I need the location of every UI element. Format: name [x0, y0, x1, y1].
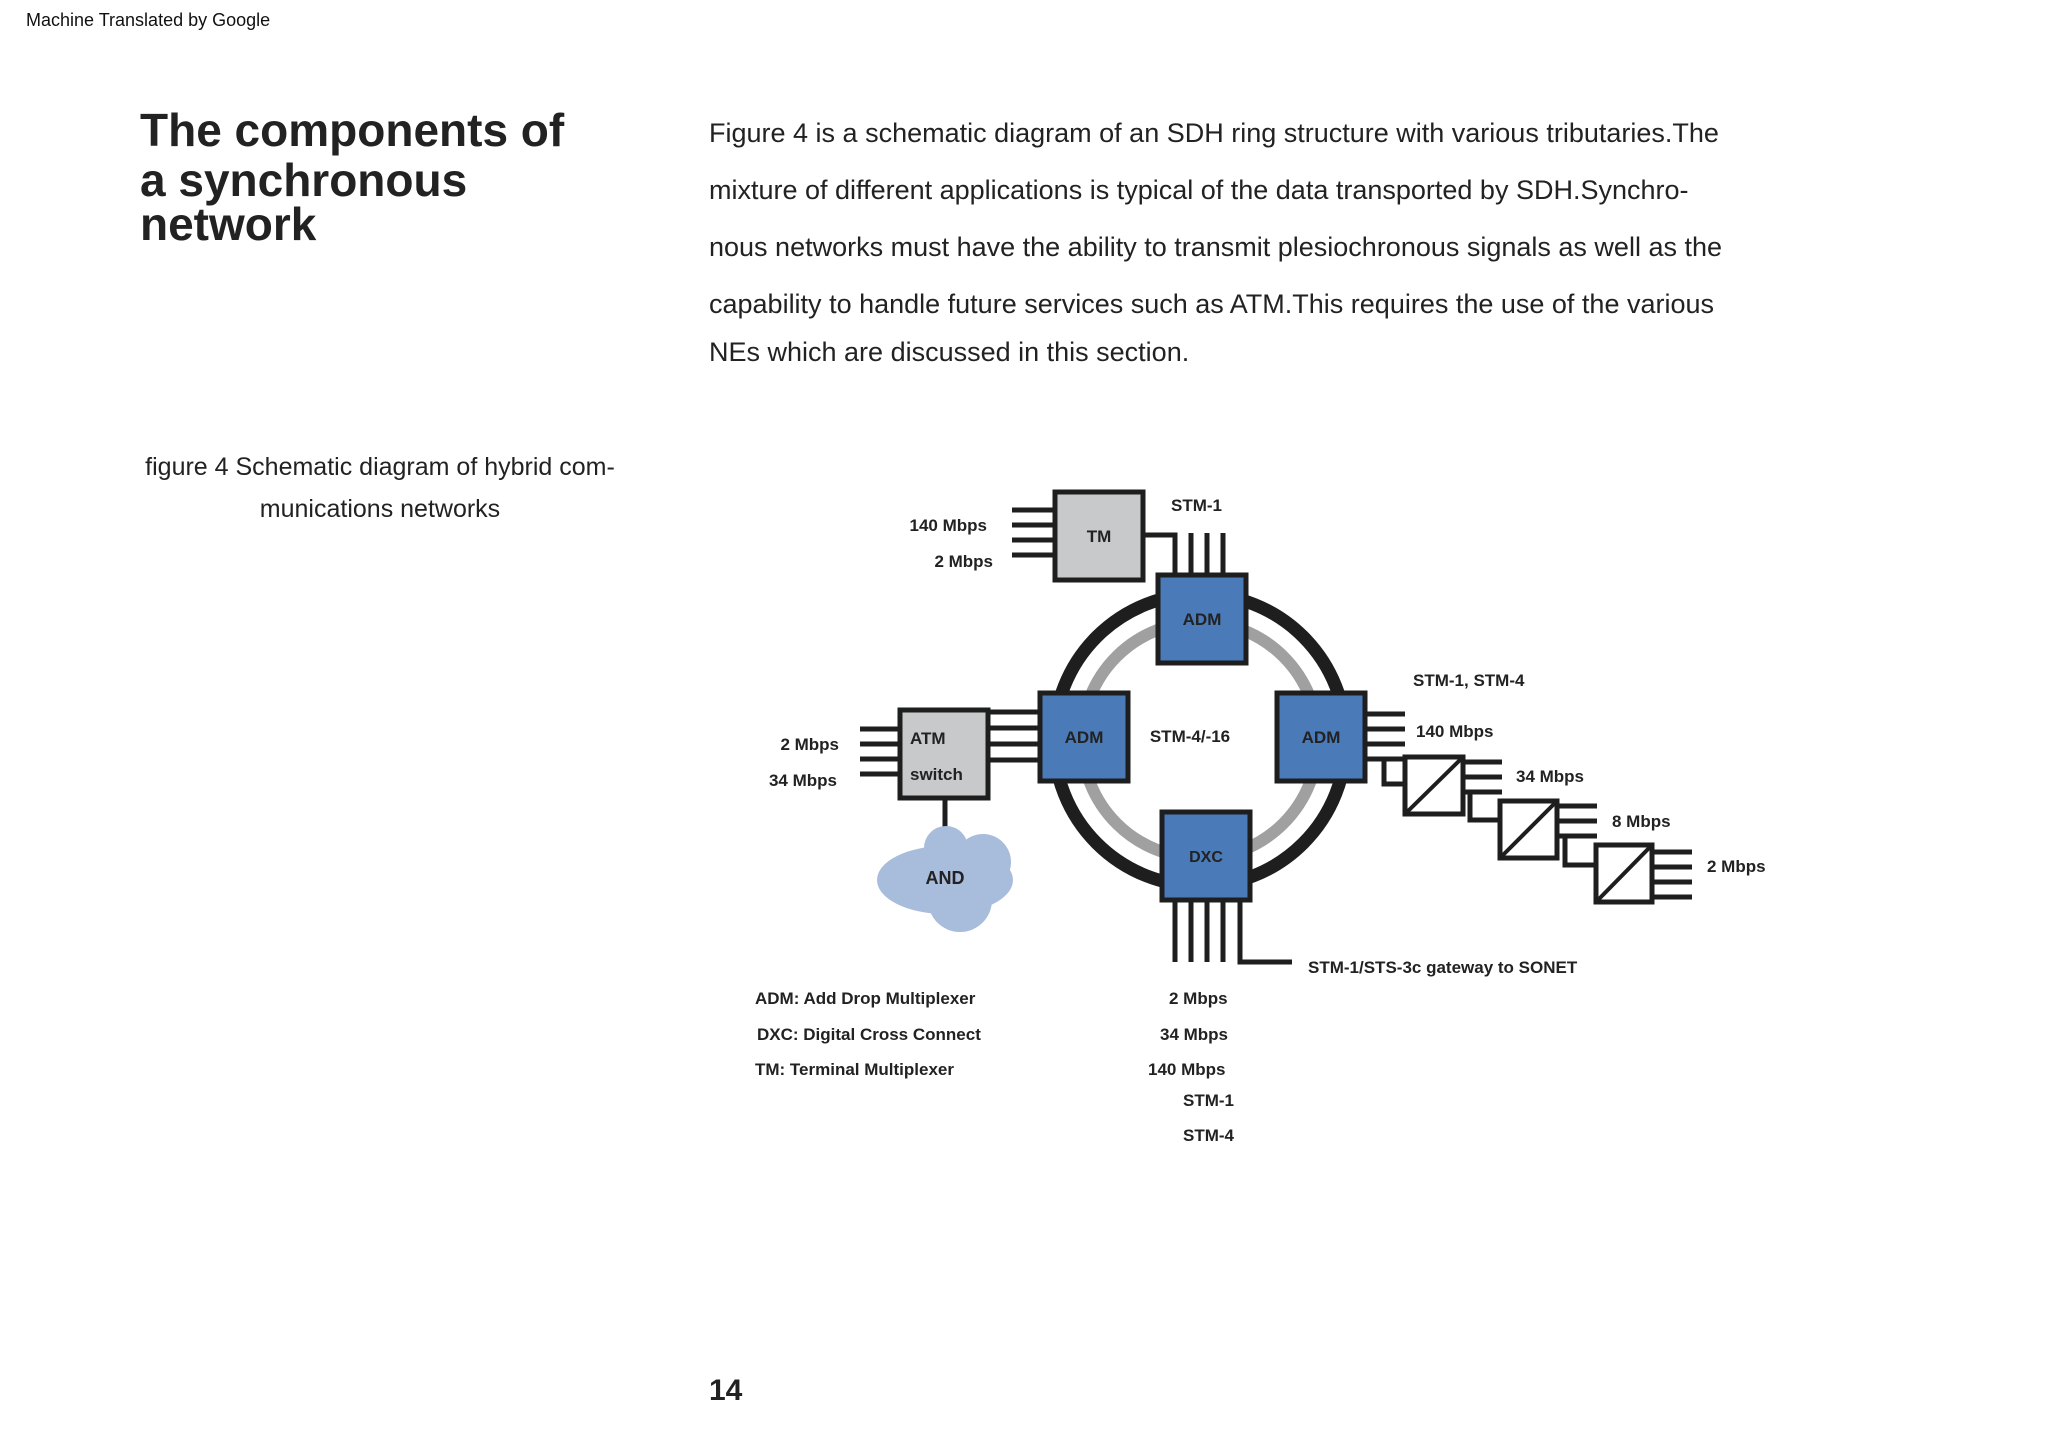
atm-tributary-lines: [860, 709, 1040, 842]
body-line: capability to handle future services suc…: [709, 289, 1714, 319]
rate-label: STM-1: [1171, 496, 1222, 515]
tm-node: [1052, 489, 1146, 583]
rate-label: 34 Mbps: [1516, 767, 1584, 786]
body-line: NEs which are discussed in this section.: [709, 337, 1190, 367]
rate-label: 34 Mbps: [1160, 1025, 1228, 1044]
ring-label: STM-4/-16: [1150, 727, 1230, 746]
rate-label: 140 Mbps: [1148, 1060, 1225, 1079]
rate-label: 2 Mbps: [934, 552, 993, 571]
rate-label: 8 Mbps: [1612, 812, 1671, 831]
legend-item: TM: Terminal Multiplexer: [755, 1060, 954, 1079]
atm-switch-node: [897, 707, 991, 801]
body-line: nous networks must have the ability to t…: [709, 232, 1723, 262]
legend-item: DXC: Digital Cross Connect: [757, 1025, 981, 1044]
body-line: mixture of different applications is typ…: [709, 175, 1689, 205]
title-line: network: [140, 198, 317, 250]
rate-label: STM-1, STM-4: [1413, 671, 1525, 690]
adm-top-node: [1155, 572, 1249, 666]
page-number: 14: [709, 1374, 743, 1407]
dxc-node: [1159, 809, 1253, 903]
adm-right-node: [1274, 690, 1368, 784]
adm-top-label: ADM: [1183, 610, 1222, 629]
rate-label: STM-4: [1183, 1126, 1235, 1145]
rate-label: 140 Mbps: [910, 516, 987, 535]
multiplexer-box: [1497, 798, 1560, 861]
rate-label: 2 Mbps: [1707, 857, 1766, 876]
adm-left-label: ADM: [1065, 728, 1104, 747]
rate-label: 34 Mbps: [769, 771, 837, 790]
rate-label: STM-1/STS-3c gateway to SONET: [1308, 958, 1578, 977]
atm-switch-label: ATM: [910, 729, 946, 748]
tm-tributary-lines: [1012, 507, 1226, 575]
caption-line: munications networks: [259, 495, 501, 523]
title-line: a synchronous: [140, 154, 468, 206]
right-tributary-lines: [1365, 711, 1692, 900]
diagram-legend: ADM: Add Drop Multiplexer DXC: Digital C…: [755, 989, 981, 1079]
dxc-label: DXC: [1189, 849, 1223, 866]
cloud-label: AND: [926, 868, 965, 888]
rate-label: STM-1: [1183, 1091, 1234, 1110]
legend-item: ADM: Add Drop Multiplexer: [755, 989, 976, 1008]
multiplexer-box: [1402, 754, 1466, 817]
and-cloud-icon: [877, 826, 1013, 932]
title-line: The components of: [140, 104, 565, 156]
section-title: The components of a synchronous network: [140, 102, 660, 250]
adm-right-label: ADM: [1302, 728, 1341, 747]
caption-line: figure 4 Schematic diagram of hybrid com…: [145, 453, 615, 481]
figure-caption: figure 4 Schematic diagram of hybrid com…: [120, 446, 640, 530]
rate-label: 2 Mbps: [780, 735, 839, 754]
multiplexer-box: [1593, 842, 1655, 905]
atm-switch-label: switch: [910, 765, 963, 784]
tm-node-label: TM: [1087, 527, 1112, 546]
rate-label: 2 Mbps: [1169, 989, 1228, 1008]
rate-label: 140 Mbps: [1416, 722, 1493, 741]
machine-translation-banner: Machine Translated by Google: [26, 10, 271, 30]
adm-left-node: [1037, 690, 1131, 784]
rate-labels: 140 Mbps 2 Mbps STM-1 2 Mbps 34 Mbps STM…: [769, 496, 1766, 1145]
dxc-tributary-lines: [1172, 900, 1292, 965]
body-line: Figure 4 is a schematic diagram of an SD…: [709, 118, 1719, 148]
